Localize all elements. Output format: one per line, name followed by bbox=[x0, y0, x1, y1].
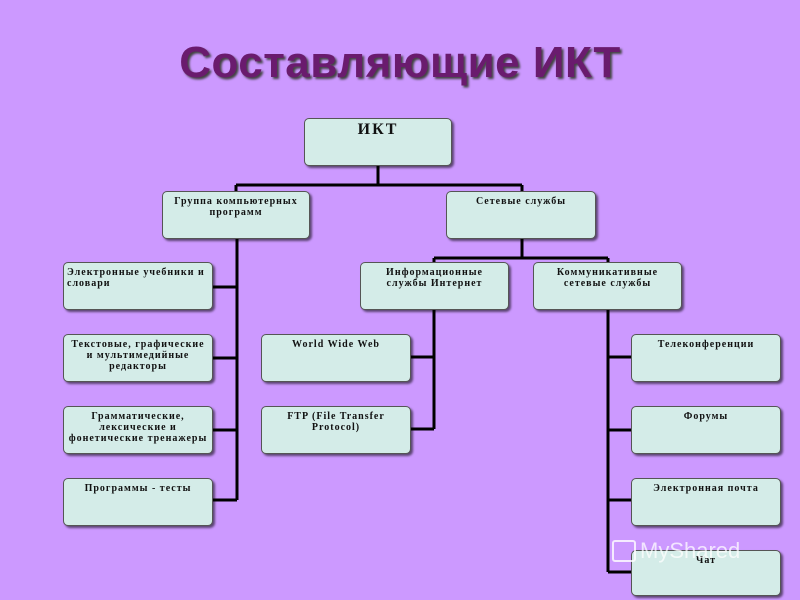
node-network-services: Сетевые службы bbox=[446, 191, 596, 239]
node-teleconferences: Телеконференции bbox=[631, 334, 781, 382]
node-ikt: ИКТ bbox=[304, 118, 452, 166]
page-title: Составляющие ИКТ bbox=[179, 38, 621, 87]
node-trainers: Грамматические, лексические и фонетическ… bbox=[63, 406, 213, 454]
node-ftp: FTP (File Transfer Protocol) bbox=[261, 406, 411, 454]
node-forums: Форумы bbox=[631, 406, 781, 454]
node-www: World Wide Web bbox=[261, 334, 411, 382]
node-e-textbooks: Электронные учебники и словари bbox=[63, 262, 213, 310]
node-test-programs: Программы - тесты bbox=[63, 478, 213, 526]
watermark: MyShared bbox=[612, 538, 740, 564]
node-info-services: Информационные службы Интернет bbox=[360, 262, 509, 310]
watermark-text: MyShared bbox=[640, 538, 741, 563]
node-comm-services: Коммуникативные сетевые службы bbox=[533, 262, 682, 310]
node-chat: Чат bbox=[631, 550, 781, 596]
node-email: Электронная почта bbox=[631, 478, 781, 526]
node-group-programs: Группа компьютерных программ bbox=[162, 191, 310, 239]
node-editors: Текстовые, графические и мультимедийные … bbox=[63, 334, 213, 382]
presentation-icon bbox=[612, 540, 636, 562]
